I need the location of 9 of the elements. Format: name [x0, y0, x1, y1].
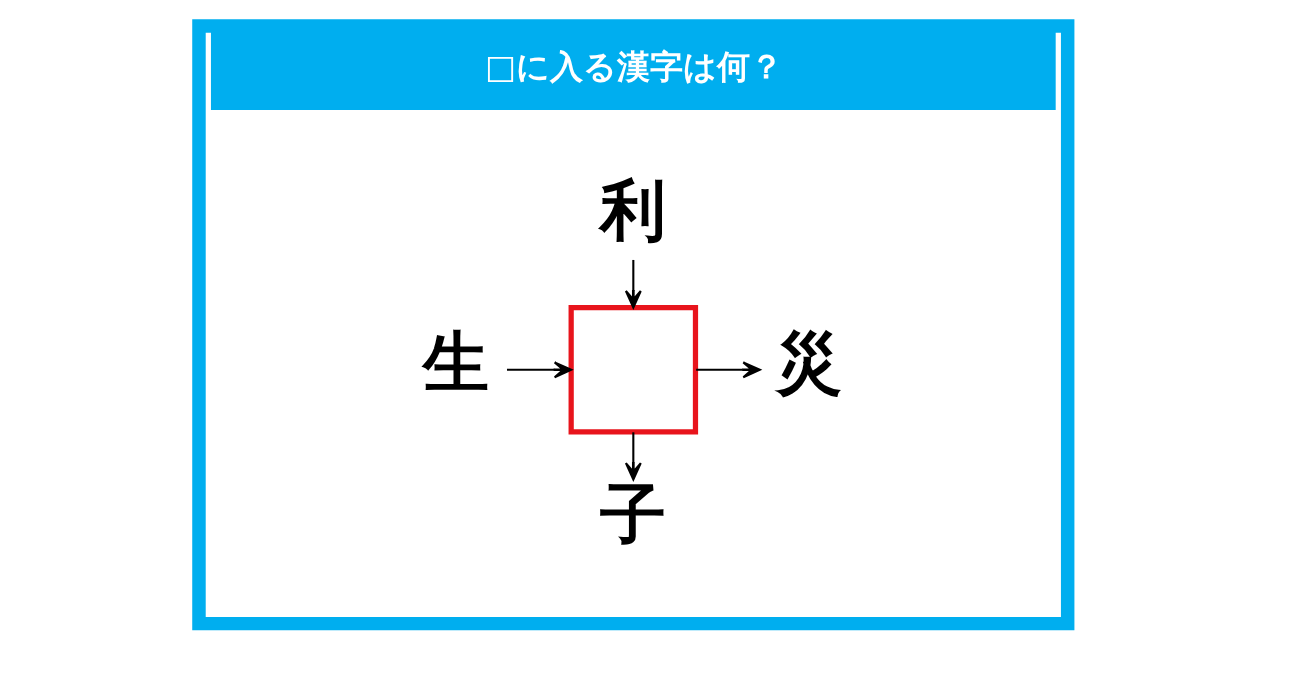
arrow — [507, 361, 573, 379]
node-box — [568, 305, 699, 435]
arrow — [696, 361, 761, 379]
arrow — [624, 259, 642, 309]
node-text: 災 — [776, 324, 843, 402]
node-text: 生 — [422, 324, 489, 402]
arrow — [624, 432, 642, 481]
node-text: 利 — [599, 172, 666, 250]
node-text: 子 — [599, 476, 666, 554]
